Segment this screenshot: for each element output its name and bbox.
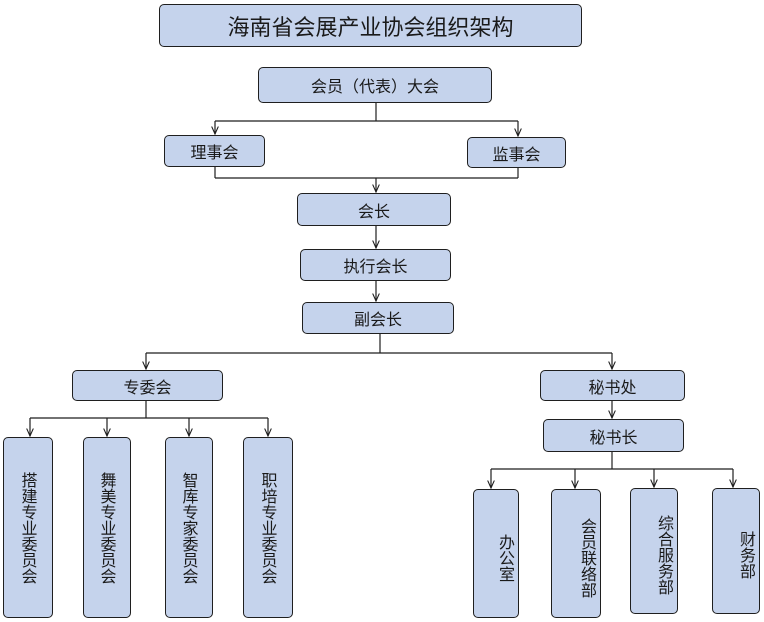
node-supervisory: 监事会 <box>467 137 566 168</box>
node-committee-dance: 舞美专业委员会 <box>83 437 131 618</box>
node-dept-service: 综合服务部 <box>630 488 678 614</box>
chart-title: 海南省会展产业协会组织架构 <box>159 4 582 47</box>
node-committee-think: 智库专家委员会 <box>165 437 213 618</box>
node-special-committee: 专委会 <box>72 370 223 401</box>
node-dept-member: 会员联络部 <box>551 489 601 618</box>
node-committee-build: 搭建专业委员会 <box>3 437 53 618</box>
node-president: 会长 <box>297 193 451 226</box>
node-committee-train: 职培专业委员会 <box>243 437 293 618</box>
node-dept-office: 办公室 <box>473 489 519 618</box>
node-exec-president: 执行会长 <box>300 249 451 281</box>
node-secretariat: 秘书处 <box>540 370 685 401</box>
node-dept-finance: 财务部 <box>712 488 760 614</box>
node-secretary-general: 秘书长 <box>543 419 684 452</box>
node-vice-president: 副会长 <box>302 302 454 334</box>
node-council: 理事会 <box>164 135 265 167</box>
node-assembly: 会员（代表）大会 <box>258 67 492 103</box>
